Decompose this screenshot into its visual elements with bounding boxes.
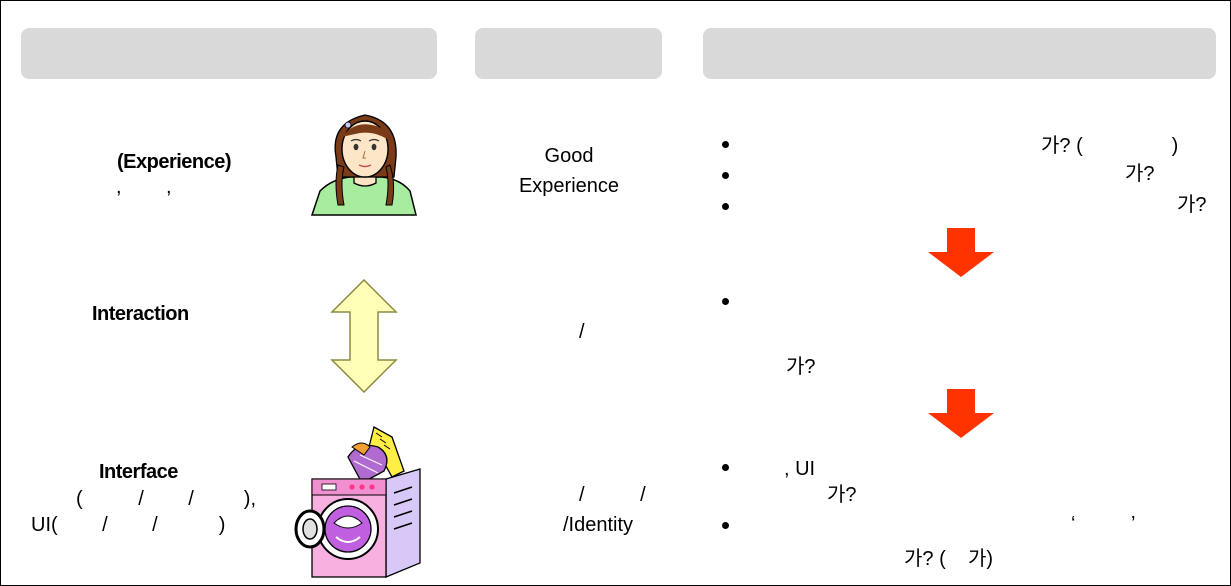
header-bar-middle xyxy=(475,28,662,79)
down-arrow-icon-1 xyxy=(928,228,994,277)
question-6a: ‘ ’ xyxy=(1071,513,1136,535)
question-5b: 가? xyxy=(827,484,857,506)
interface-title: Interface xyxy=(99,461,178,483)
bullet-4 xyxy=(722,298,729,305)
woman-illustration xyxy=(310,114,417,216)
washing-machine-illustration xyxy=(294,426,421,578)
down-arrow-icon-2 xyxy=(928,389,994,438)
question-2: 가? xyxy=(1125,163,1155,185)
question-4: 가? xyxy=(786,356,816,378)
experience-title: (Experience) xyxy=(117,151,232,173)
question-6b: 가? ( 가) xyxy=(904,548,994,570)
interface-mid-line1: / / xyxy=(579,484,646,506)
bullet-3 xyxy=(722,203,729,210)
interface-line1: ( / / ), xyxy=(76,488,257,510)
interface-line2: UI( / / ) xyxy=(31,514,226,536)
header-bar-right xyxy=(703,28,1216,79)
interface-mid-line2: /Identity xyxy=(563,514,634,536)
bullet-1 xyxy=(722,141,729,148)
header-bar-left xyxy=(21,28,437,79)
experience-label: Experience xyxy=(518,175,620,197)
bullet-6 xyxy=(722,522,729,529)
bullet-2 xyxy=(722,172,729,179)
question-5a: , UI xyxy=(784,458,816,480)
question-3: 가? xyxy=(1177,194,1207,216)
question-1: 가? ( ) xyxy=(1041,135,1179,157)
good-label: Good xyxy=(544,145,594,167)
bullet-5 xyxy=(722,464,729,471)
interaction-slash: / xyxy=(579,321,585,343)
double-arrow-icon xyxy=(330,278,398,394)
interaction-title: Interaction xyxy=(92,303,189,325)
experience-subtitle: , , xyxy=(116,176,172,198)
